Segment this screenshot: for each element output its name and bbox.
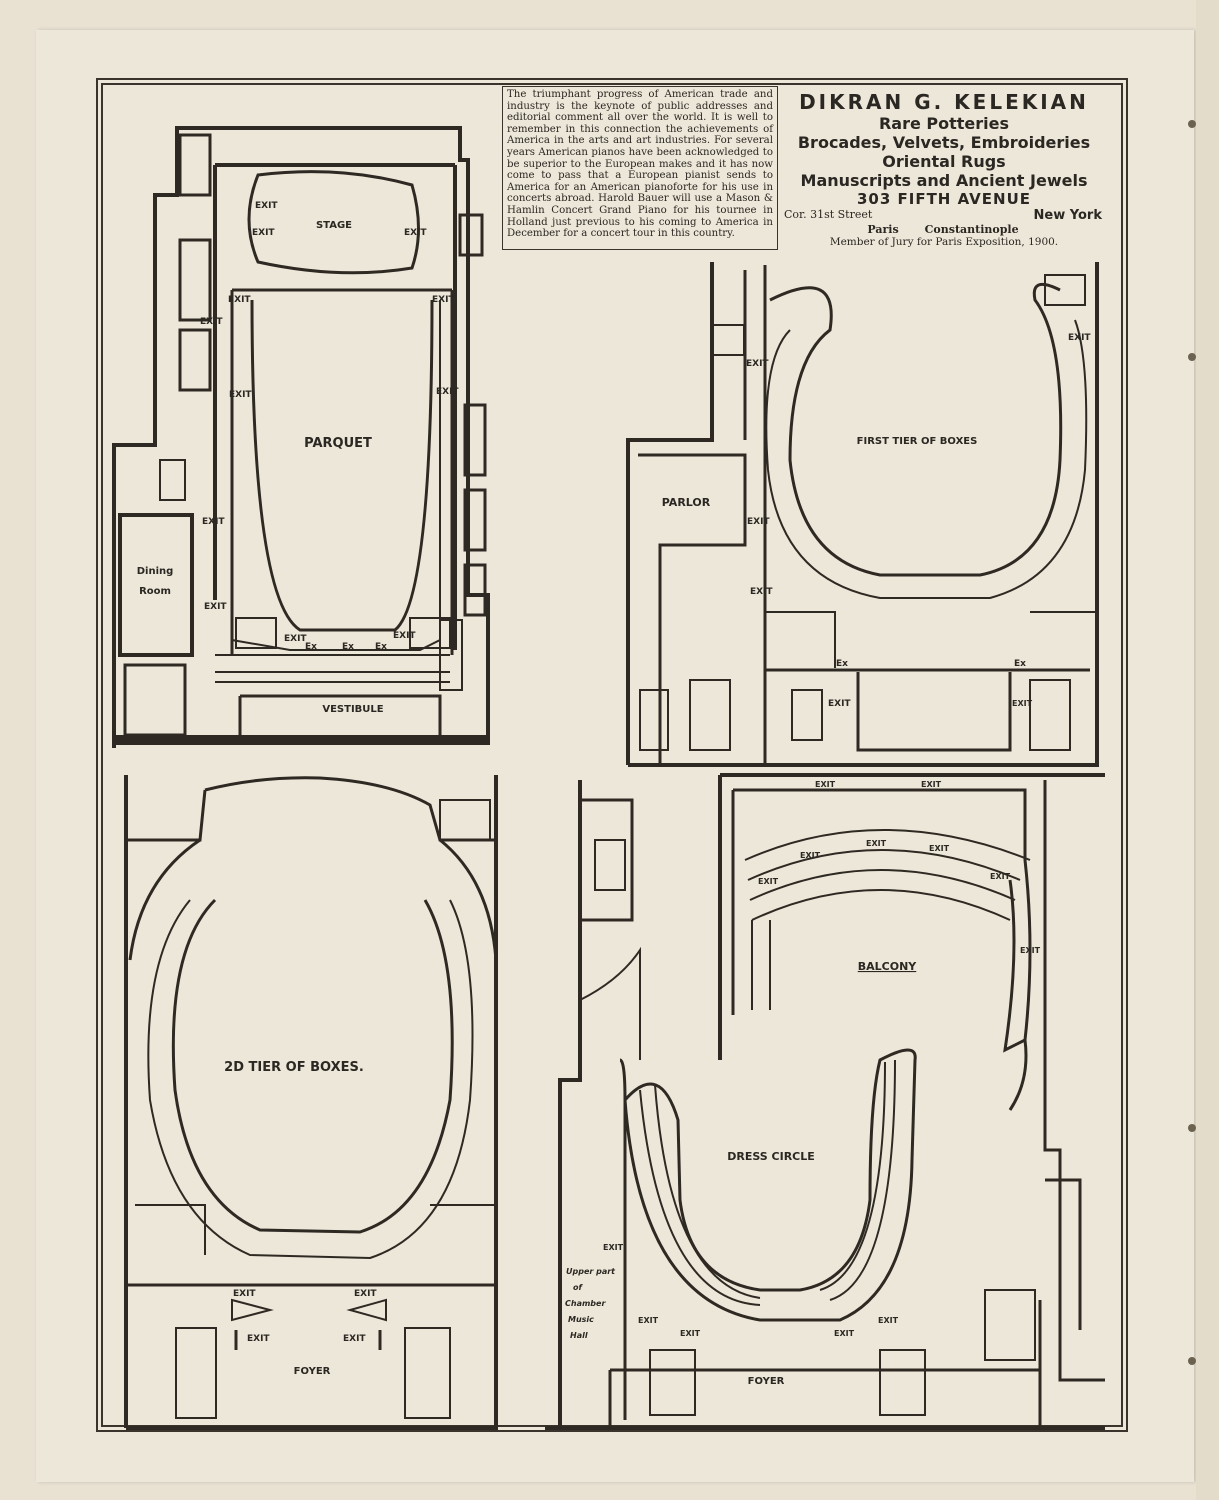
balcony-title: BALCONY	[858, 960, 918, 973]
parquet-plan	[112, 126, 490, 748]
ex-label: Ex	[342, 642, 354, 652]
exit-label: EXIT	[233, 1289, 256, 1299]
exit-label: EXIT	[354, 1289, 377, 1299]
ad-branch-constantinople: Constantinople	[924, 223, 1019, 236]
ad-jury-note: Member of Jury for Paris Exposition, 190…	[829, 236, 1059, 248]
exit-label: EXIT	[929, 844, 950, 853]
exit-label: EXIT	[815, 780, 836, 789]
adjacent-page-edge	[1196, 0, 1219, 1500]
exit-label: EXIT	[834, 1329, 855, 1338]
ad-line: Brocades, Velvets, Embroideries	[797, 133, 1091, 152]
dining-room-label: Dining	[137, 566, 174, 577]
ad-address: 303 FIFTH AVENUE	[856, 190, 1032, 208]
dress-circle-title: DRESS CIRCLE	[727, 1150, 815, 1163]
chamber-hall-label: Upper part	[566, 1267, 616, 1276]
exit-label: EXIT	[866, 839, 887, 848]
exit-label: EXIT	[680, 1329, 701, 1338]
vestibule-label: VESTIBULE	[322, 704, 383, 715]
foyer-label: FOYER	[748, 1376, 785, 1387]
exit-label: EXIT	[343, 1334, 366, 1344]
ex-label: Ex	[1014, 659, 1026, 669]
binding-hole	[1188, 353, 1196, 361]
chamber-hall-label: Music	[568, 1315, 594, 1324]
exit-label: EXIT	[204, 602, 227, 612]
exit-label: EXIT	[878, 1316, 899, 1325]
balcony-plan	[545, 773, 1105, 1430]
parquet-title: PARQUET	[304, 436, 372, 451]
exit-label: EXIT	[255, 201, 278, 211]
exit-label: EXIT	[828, 699, 851, 709]
exit-label: EXIT	[750, 587, 773, 597]
exit-label: EXIT	[404, 228, 427, 238]
exit-label: EXIT	[284, 634, 307, 644]
dining-room-label: Room	[139, 586, 171, 597]
second-tier-title: 2D TIER OF BOXES.	[224, 1060, 364, 1075]
exit-label: EXIT	[432, 295, 455, 305]
exit-label: EXIT	[200, 317, 223, 327]
ex-label: Ex	[305, 642, 317, 652]
chamber-hall-label: Hall	[570, 1331, 588, 1340]
second-tier-plan	[124, 775, 498, 1430]
exit-label: EXIT	[229, 390, 252, 400]
kelekian-advertisement: DIKRAN G. KELEKIAN Rare Potteries Brocad…	[780, 84, 1108, 250]
ex-label: Ex	[836, 659, 848, 669]
ex-label: Ex	[375, 642, 387, 652]
exit-label: EXIT	[436, 387, 459, 397]
exit-label: EXIT	[990, 872, 1011, 881]
program-page	[36, 30, 1194, 1482]
article-text: The triumphant progress of American trad…	[502, 86, 778, 250]
first-tier-plan	[626, 262, 1099, 767]
parlor-label: PARLOR	[662, 496, 711, 509]
exit-label: EXIT	[1068, 333, 1091, 343]
ad-corner: Cor. 31st Street	[784, 208, 873, 221]
exit-label: EXIT	[1012, 699, 1033, 708]
exit-label: EXIT	[252, 228, 275, 238]
ad-line: Oriental Rugs	[882, 152, 1006, 171]
ad-city: New York	[1033, 208, 1102, 223]
ad-branch-paris: Paris	[867, 223, 899, 236]
first-tier-title: FIRST TIER OF BOXES	[857, 436, 978, 447]
exit-label: EXIT	[758, 877, 779, 886]
advertiser-name: DIKRAN G. KELEKIAN	[799, 90, 1089, 114]
chamber-hall-label: Chamber	[565, 1299, 606, 1308]
exit-label: EXIT	[746, 359, 769, 369]
exit-label: EXIT	[747, 517, 770, 527]
exit-label: EXIT	[1020, 946, 1041, 955]
exit-label: EXIT	[800, 851, 821, 860]
foyer-label: FOYER	[294, 1366, 331, 1377]
exit-label: EXIT	[603, 1243, 624, 1252]
chamber-hall-label: of	[573, 1283, 583, 1292]
exit-label: EXIT	[921, 780, 942, 789]
exit-label: EXIT	[393, 631, 416, 641]
exit-label: EXIT	[638, 1316, 659, 1325]
ad-line: Manuscripts and Ancient Jewels	[800, 171, 1088, 190]
binding-hole	[1188, 1357, 1196, 1365]
exit-label: EXIT	[228, 295, 251, 305]
stage-label: STAGE	[316, 220, 352, 231]
exit-label: EXIT	[247, 1334, 270, 1344]
exit-label: EXIT	[202, 517, 225, 527]
ad-line: Rare Potteries	[878, 114, 1010, 133]
binding-hole	[1188, 120, 1196, 128]
binding-hole	[1188, 1124, 1196, 1132]
